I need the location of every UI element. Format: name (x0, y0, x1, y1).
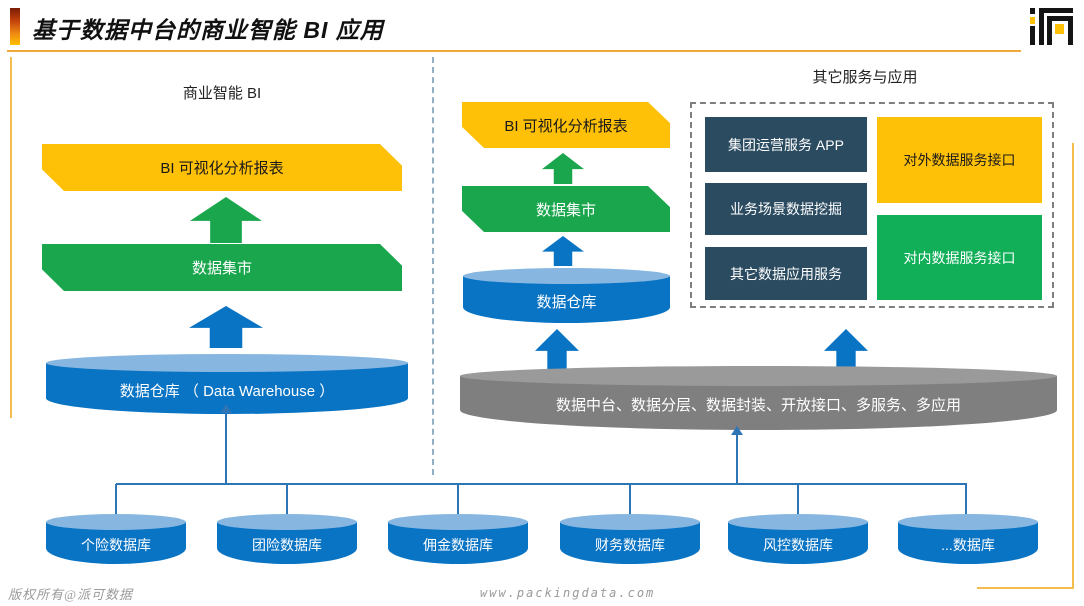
bottom-frame-line (977, 587, 1074, 589)
left-section-heading: 商业智能 BI (182, 85, 262, 102)
data-mart-banner-left: 数据集市 (42, 244, 402, 291)
up-arrow-icon (542, 236, 584, 266)
cylinder-label: ...数据库 (941, 537, 995, 553)
page-title: 基于数据中台的商业智能 BI 应用 (32, 17, 384, 43)
connector-line (736, 434, 738, 484)
cylinder-label: 团险数据库 (252, 537, 322, 553)
cylinder-top (217, 514, 357, 530)
app-box-other-services: 其它数据应用服务 (705, 247, 867, 300)
cylinder-label: 数据中台、数据分层、数据封装、开放接口、多服务、多应用 (555, 397, 961, 414)
connector-drop-line (286, 484, 288, 516)
cylinder-top (463, 268, 670, 284)
arrowhead-icon (220, 404, 232, 413)
website-text: www.packingdata.com (480, 586, 656, 600)
up-arrow-icon (824, 329, 868, 371)
cylinder-label: 数据仓库 (536, 294, 597, 311)
bi-report-banner-left: BI 可视化分析报表 (42, 144, 402, 191)
internal-api-box: 对内数据服务接口 (877, 215, 1042, 300)
title-underline (7, 50, 1021, 52)
data-mart-banner-middle: 数据集市 (462, 186, 670, 232)
cylinder-top (728, 514, 868, 530)
connector-drop-line (965, 484, 967, 516)
up-arrow-icon (542, 153, 584, 184)
db-cylinder: 个险数据库 (46, 514, 186, 564)
bi-report-banner-middle: BI 可视化分析报表 (462, 102, 670, 148)
copyright-text: 版权所有@派可数据 (8, 587, 133, 602)
up-arrow-icon (535, 329, 579, 371)
data-warehouse-cylinder-left: 数据仓库 （ Data Warehouse ） (46, 354, 408, 414)
up-arrow-icon (189, 306, 263, 348)
db-cylinder: ...数据库 (898, 514, 1038, 564)
cylinder-top (560, 514, 700, 530)
cylinder-top (46, 514, 186, 530)
connector-bus-line (116, 483, 967, 485)
cylinder-top (460, 366, 1057, 386)
section-divider (432, 57, 434, 475)
app-box-data-mining: 业务场景数据挖掘 (705, 183, 867, 235)
cylinder-top (388, 514, 528, 530)
connector-line (225, 412, 227, 484)
app-box-group-operation: 集团运营服务 APP (705, 117, 867, 172)
cylinder-label: 财务数据库 (595, 537, 665, 553)
external-api-box: 对外数据服务接口 (877, 117, 1042, 203)
connector-drop-line (115, 484, 117, 516)
brand-logo-icon (1030, 8, 1073, 45)
cylinder-top (898, 514, 1038, 530)
up-arrow-icon (190, 197, 262, 243)
cylinder-label: 数据仓库 （ Data Warehouse ） (119, 383, 335, 400)
connector-drop-line (457, 484, 459, 516)
left-frame-line (10, 57, 12, 418)
cylinder-top (46, 354, 408, 372)
cylinder-label: 风控数据库 (763, 537, 833, 553)
data-warehouse-cylinder-middle: 数据仓库 (463, 268, 670, 323)
data-platform-cylinder: 数据中台、数据分层、数据封装、开放接口、多服务、多应用 (460, 366, 1057, 430)
db-cylinder: 佣金数据库 (388, 514, 528, 564)
right-section-heading: 其它服务与应用 (812, 69, 918, 86)
connector-drop-line (629, 484, 631, 516)
cylinder-label: 个险数据库 (81, 537, 151, 553)
services-dashed-box (690, 102, 1054, 308)
title-accent-bar (10, 8, 20, 45)
db-cylinder: 风控数据库 (728, 514, 868, 564)
db-cylinder: 财务数据库 (560, 514, 700, 564)
cylinder-label: 佣金数据库 (423, 537, 493, 553)
right-frame-line (1072, 143, 1074, 588)
db-cylinder: 团险数据库 (217, 514, 357, 564)
connector-drop-line (797, 484, 799, 516)
arrowhead-icon (731, 426, 743, 435)
